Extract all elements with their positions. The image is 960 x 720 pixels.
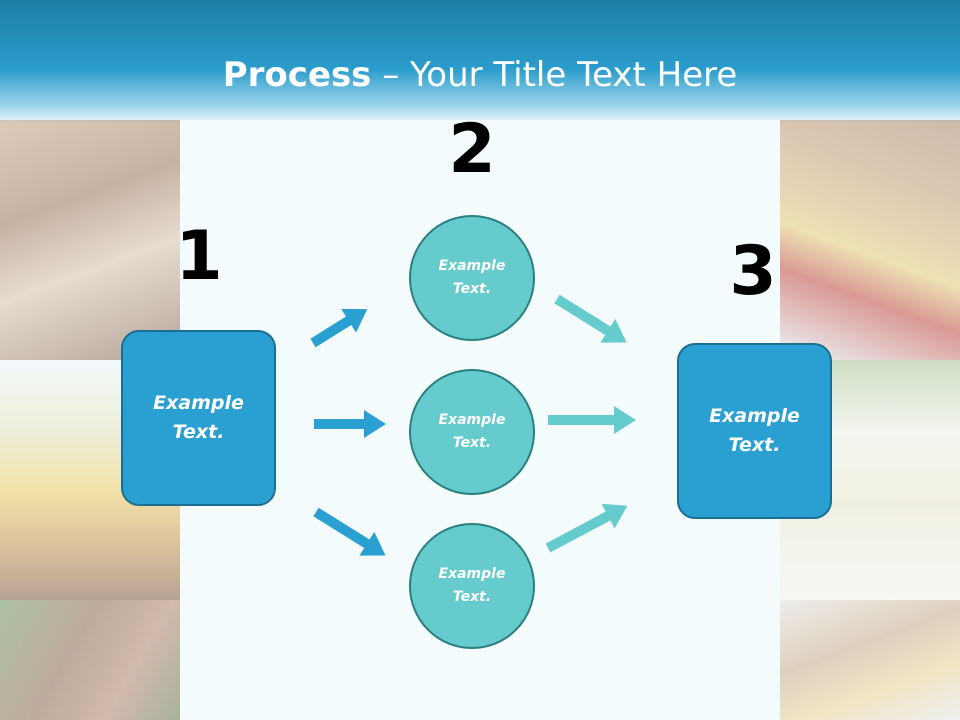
step-number-1: 1 — [175, 217, 223, 296]
step-box-3: Example Text. — [677, 343, 832, 519]
circle-middle-label: Example Text. — [438, 412, 506, 451]
step-number-2: 2 — [448, 110, 496, 189]
dish-photo — [780, 600, 960, 720]
sausage-photo — [0, 600, 180, 720]
pretzel-photo — [0, 120, 180, 360]
circle-middle: Example Text. — [409, 369, 535, 495]
circle-bottom: Example Text. — [409, 523, 535, 649]
circle-top: Example Text. — [409, 215, 535, 341]
arrow-from-middle-circle — [548, 406, 636, 434]
circle-bottom-label: Example Text. — [438, 566, 506, 605]
step-box-1-label: Example Text. — [153, 392, 244, 443]
arrow-to-middle-circle — [314, 410, 386, 438]
arrow-to-bottom-circle — [313, 507, 386, 556]
step-box-3-label: Example Text. — [709, 405, 800, 456]
step-box-1: Example Text. — [121, 330, 276, 506]
circle-top-label: Example Text. — [438, 258, 506, 297]
title-banner — [0, 0, 960, 125]
arrows-in — [310, 308, 386, 556]
arrow-to-top-circle — [310, 308, 368, 348]
title-rest: – Your Title Text Here — [371, 55, 738, 95]
arrow-from-top-circle — [554, 294, 627, 343]
pretzel-plate-photo — [780, 120, 960, 360]
step-number-3: 3 — [729, 232, 777, 311]
slide-title: Process – Your Title Text Here — [0, 52, 960, 98]
arrow-from-bottom-circle — [545, 503, 628, 553]
arrows-out — [545, 294, 636, 553]
title-bold: Process — [222, 55, 372, 95]
